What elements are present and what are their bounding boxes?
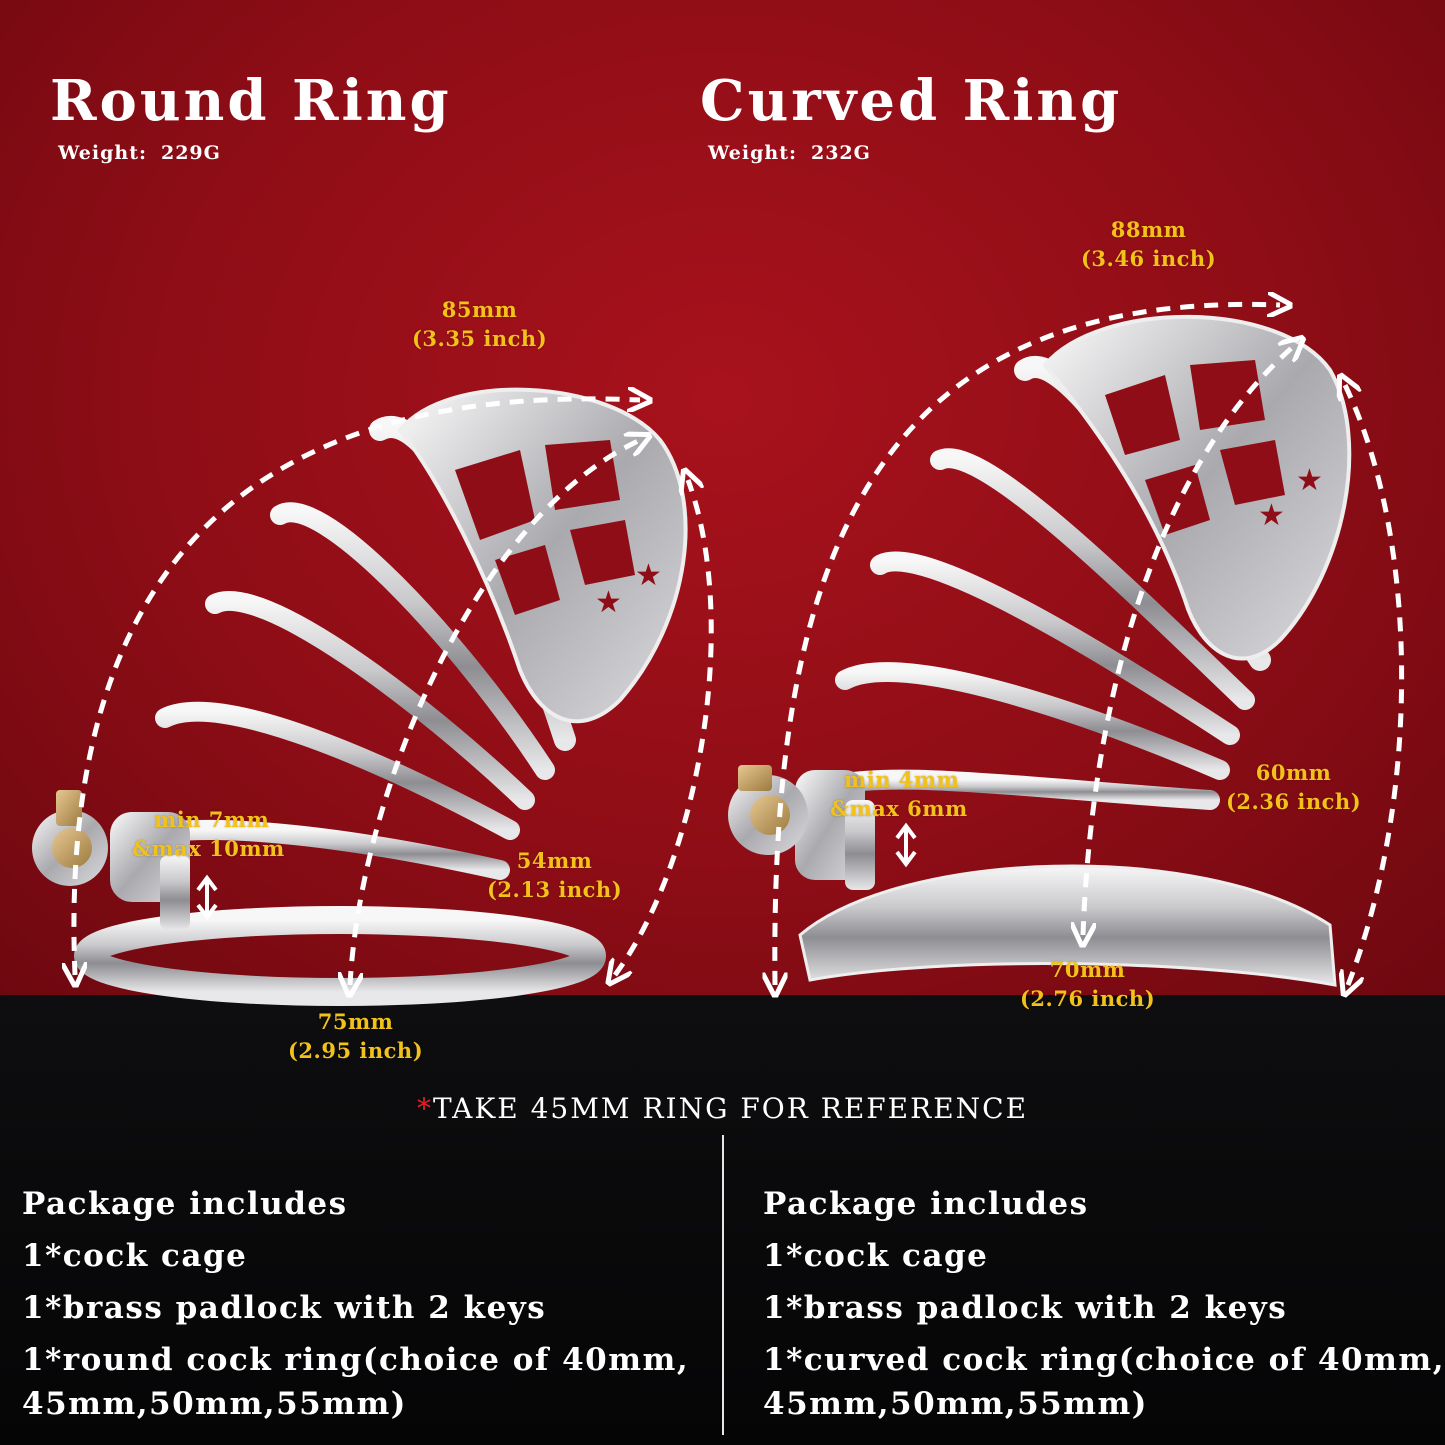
weight-value: 229G (160, 142, 221, 164)
round-ring-weight: Weight: 229G (58, 142, 221, 164)
curved-gap-label: min 4mm &max 6mm (830, 765, 968, 823)
gap-indicator-icon (895, 822, 917, 868)
dim-mm: 54mm (516, 848, 593, 873)
curved-ring-title: Curved Ring (700, 68, 1123, 134)
round-bottom-length-label: 75mm (2.95 inch) (288, 1007, 423, 1065)
package-heading: Package includes (763, 1186, 1089, 1222)
dim-inch: (3.46 inch) (1081, 246, 1217, 271)
package-heading: Package includes (22, 1186, 348, 1222)
star-cutout-icon: ★ (1296, 463, 1323, 498)
gap-indicator-icon (196, 874, 218, 921)
dim-mm: 85mm (441, 297, 518, 322)
padlock-keyhole (52, 828, 92, 868)
cage-window (1190, 360, 1265, 430)
measure-line-left-outer (74, 399, 640, 975)
round-side-length-label: 54mm (2.13 inch) (487, 846, 622, 904)
asterisk: * (416, 1092, 433, 1125)
package-item: 45mm,50mm,55mm) (22, 1386, 407, 1422)
curved-ring-weight: Weight: 232G (708, 142, 871, 164)
dim-inch: (2.76 inch) (1020, 986, 1156, 1011)
curved-package-list: Package includes 1*cock cage 1*brass pad… (763, 1178, 1445, 1422)
gap-max: &max 6mm (830, 796, 968, 821)
padlock-keyhole (750, 795, 790, 835)
round-gap-label: min 7mm &max 10mm (132, 805, 285, 863)
round-top-length-label: 85mm (3.35 inch) (412, 295, 547, 353)
weight-label: Weight: (708, 142, 797, 164)
curved-side-length-label: 60mm (2.36 inch) (1226, 758, 1361, 816)
star-cutout-icon: ★ (635, 558, 662, 593)
padlock-shackle (738, 765, 772, 791)
gap-min: min 7mm (154, 807, 270, 832)
package-item: 1*curved cock ring(choice of 40mm, (763, 1342, 1445, 1378)
star-cutout-icon: ★ (595, 585, 622, 620)
dim-inch: (2.36 inch) (1226, 789, 1362, 814)
package-item: 45mm,50mm,55mm) (763, 1386, 1148, 1422)
package-item: 1*round cock ring(choice of 40mm, (22, 1342, 690, 1378)
connector-post (160, 855, 190, 930)
package-item: 1*cock cage (22, 1238, 248, 1274)
curved-ring-cage-product: ★ ★ (728, 314, 1352, 987)
reference-text: TAKE 45MM RING FOR REFERENCE (432, 1092, 1029, 1125)
measure-line-right-outer (775, 304, 1280, 985)
dim-inch: (2.95 inch) (288, 1038, 424, 1063)
dim-mm: 88mm (1110, 217, 1187, 242)
dim-inch: (3.35 inch) (412, 326, 548, 351)
star-cutout-icon: ★ (1258, 498, 1285, 533)
gap-max: &max 10mm (132, 836, 285, 861)
column-divider (722, 1135, 724, 1435)
dim-inch: (2.13 inch) (487, 877, 623, 902)
measure-line-left-center (350, 440, 640, 985)
curved-top-length-label: 88mm (3.46 inch) (1081, 215, 1216, 273)
round-base-ring (74, 906, 606, 1006)
package-item: 1*cock cage (763, 1238, 989, 1274)
measure-line-right-center (1083, 345, 1295, 935)
package-item: 1*brass padlock with 2 keys (763, 1290, 1288, 1326)
weight-label: Weight: (58, 142, 147, 164)
measure-line-right-side (1345, 385, 1405, 985)
package-item: 1*brass padlock with 2 keys (22, 1290, 547, 1326)
gap-min: min 4mm (844, 767, 960, 792)
weight-value: 232G (810, 142, 871, 164)
dim-mm: 75mm (317, 1009, 394, 1034)
round-ring-title: Round Ring (50, 68, 452, 134)
round-package-list: Package includes 1*cock cage 1*brass pad… (22, 1178, 689, 1422)
curved-bottom-length-label: 70mm (2.76 inch) (1020, 955, 1155, 1013)
reference-note: *TAKE 45MM RING FOR REFERENCE (0, 1092, 1445, 1125)
dim-mm: 70mm (1049, 957, 1126, 982)
dim-mm: 60mm (1255, 760, 1332, 785)
